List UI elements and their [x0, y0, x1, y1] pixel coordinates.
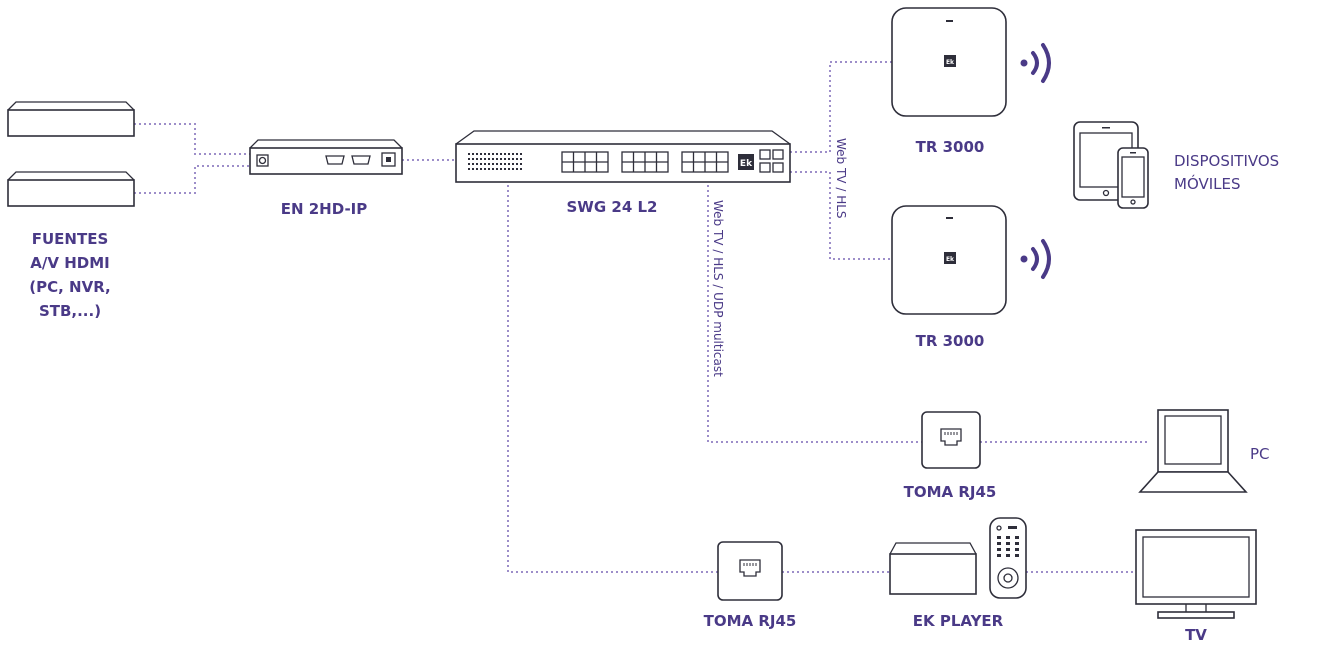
player-label: EK PLAYER — [913, 612, 1004, 630]
smartphone-icon — [1118, 148, 1148, 208]
connection-switch-rj45-upper — [708, 180, 922, 442]
switch-icon: Ek — [456, 131, 790, 182]
access-point-icon: Ek — [892, 8, 1006, 116]
tv-icon — [1136, 530, 1256, 618]
rj45-lower-label: TOMA RJ45 — [704, 612, 797, 630]
sources-label-line-3: (PC, NVR, — [29, 278, 110, 296]
hdmi-source-box-icon — [8, 172, 134, 206]
wifi-waves-icon — [1021, 45, 1050, 81]
connection-switch-rj45-lower — [508, 180, 718, 572]
wifi-waves-icon — [1021, 241, 1050, 277]
switch-logo: Ek — [740, 159, 753, 169]
access-point-logo: Ek — [946, 256, 955, 263]
laptop-icon — [1140, 410, 1246, 492]
sources-label-line-4: STB,...) — [39, 302, 101, 320]
edge-label-pc: Web TV / HLS / UDP multicast — [711, 200, 725, 377]
encoder-label: EN 2HD-IP — [281, 200, 368, 218]
set-top-box-icon — [890, 543, 976, 594]
connection-lines — [134, 62, 1150, 572]
tv-label: TV — [1185, 626, 1207, 644]
switch-label: SWG 24 L2 — [567, 198, 658, 216]
encoder-icon — [250, 140, 402, 174]
rj45-upper-label: TOMA RJ45 — [904, 483, 997, 501]
mobile-devices-label-line-1: DISPOSITIVOS — [1174, 152, 1279, 170]
pc-label: PC — [1250, 445, 1270, 463]
access-point-logo: Ek — [946, 59, 955, 66]
connection-source1-encoder — [134, 124, 250, 154]
connection-source2-encoder — [134, 166, 250, 193]
rj45-socket-icon — [718, 542, 782, 600]
mobile-devices-label-line-2: MÓVILES — [1174, 174, 1241, 193]
rj45-socket-icon — [922, 412, 980, 468]
sources-label-line-2: A/V HDMI — [30, 254, 109, 272]
access-point-bottom-label: TR 3000 — [916, 332, 985, 350]
access-point-icon: Ek — [892, 206, 1006, 314]
sources-label-line-1: FUENTES — [32, 230, 109, 248]
access-point-top-label: TR 3000 — [916, 138, 985, 156]
hdmi-source-box-icon — [8, 102, 134, 136]
remote-control-icon — [990, 518, 1026, 598]
edge-label-access-points: Web TV / HLS — [834, 138, 848, 219]
